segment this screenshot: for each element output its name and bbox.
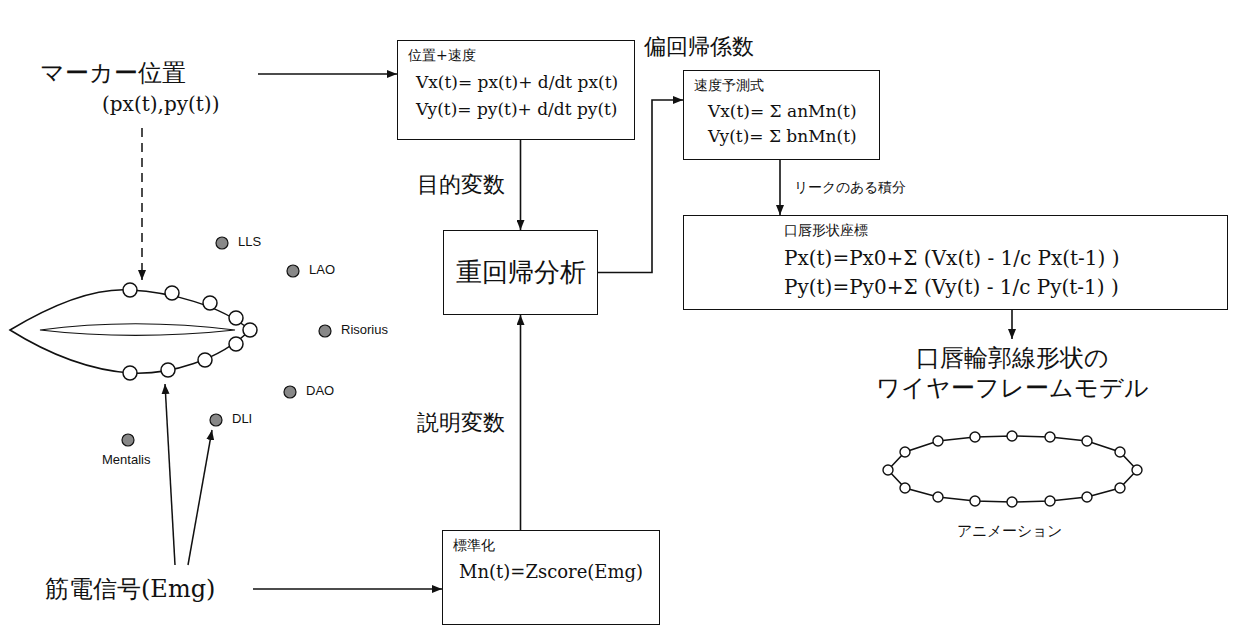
box-title: 口唇形状座標 [694,222,1217,240]
wireframe-node [970,432,980,442]
muscle-name: DAO [304,383,336,398]
box-title: 標準化 [453,537,649,555]
electrode [284,386,296,398]
wireframe-node [1082,492,1092,502]
leader-line [165,384,175,565]
mouth-slit [40,324,235,335]
wireframe-node [1045,432,1055,442]
process-box: 速度予測式 Vx(t)= Σ anMn(t)Vy(t)= Σ bnMn(t) [683,70,880,160]
source-label: マーカー位置 (px(t),py(t)) [40,58,250,117]
marker-dot [123,283,137,297]
muscle-name: LAO [307,262,337,277]
wireframe-node [900,483,910,493]
wireframe-node [933,436,943,446]
connector-arrow [520,315,522,530]
marker-dot [203,296,217,310]
edge-label: 説明変数 [415,408,507,438]
connector-arrow [258,73,397,75]
leader-line [188,430,212,565]
node-label: マーカー位置 [40,58,250,88]
marker-dot [165,286,179,300]
wireframe [888,436,1137,502]
wireframe-node [1007,497,1017,507]
wireframe-node [1132,465,1142,475]
formula-text: Mn(t)=Zscore(Emg) [453,561,649,584]
process-box: 位置+速度 Vx(t)= px(t)+ d/dt px(t)Vy(t)= py(t… [397,40,635,140]
box-title: 速度予測式 [694,77,869,95]
connector-arrow [520,140,522,230]
electrode [210,414,222,426]
formula-text: Vx(t)= px(t)+ d/dt px(t) [408,69,624,96]
marker-dot [198,353,212,367]
node-label: 口唇輪郭線形状の ワイヤーフレームモデル [867,343,1157,403]
electrode [287,265,299,277]
electrode [122,434,134,446]
connector-arrow [1011,310,1013,339]
wireframe-node [1007,431,1017,441]
electrode [319,325,331,337]
edge-label: 偏回帰係数 [642,32,756,62]
marker-dot [243,323,257,337]
muscle-name: Mentalis [100,452,152,467]
source-label: 筋電信号(Emg) [45,574,245,604]
muscle-name: DLI [230,411,254,426]
formula-text: Vy(t)= py(t)+ d/dt py(t) [408,96,624,123]
wireframe-node [1115,483,1125,493]
wireframe-node [900,447,910,457]
process-box: 重回帰分析 [443,230,598,315]
edge-label: リークのある積分 [792,179,908,197]
node-label: (px(t),py(t)) [40,92,250,117]
wireframe-node [933,492,943,502]
lip-outline [10,290,250,373]
wireframe-node [883,465,893,475]
marker-dot [229,311,243,325]
leader-line [141,128,143,280]
process-box: 標準化 Mn(t)=Zscore(Emg) [442,530,660,625]
muscle-name: LLS [236,234,263,249]
formula-text: 重回帰分析 [454,256,587,289]
formula-text: Py(t)=Py0+Σ (Vy(t) - 1/c Py(t-1) ) [694,273,1217,302]
muscle-name: Risorius [339,322,390,337]
wireframe-node [970,496,980,506]
process-box: 口唇形状座標 Px(t)=Px0+Σ (Vx(t) - 1/c Px(t-1) )… [683,215,1228,310]
wireframe-node [1115,447,1125,457]
caption-note: アニメーション [955,522,1064,541]
edge-label: 目的変数 [415,170,507,200]
formula-text: Vy(t)= Σ bnMn(t) [694,124,869,150]
marker-dot [161,363,175,377]
formula-text: Px(t)=Px0+Σ (Vx(t) - 1/c Px(t-1) ) [694,244,1217,273]
marker-dot [123,366,137,380]
electrode [216,237,228,249]
node-label: 筋電信号(Emg) [45,574,245,604]
connector-arrow [779,160,781,215]
formula-text: Vx(t)= Σ anMn(t) [694,99,869,125]
marker-dot [229,337,243,351]
wireframe-node [1082,436,1092,446]
wireframe-node [1045,496,1055,506]
connector-arrow [253,588,442,590]
output-label: 口唇輪郭線形状の ワイヤーフレームモデル [867,343,1157,403]
box-title: 位置+速度 [408,47,624,65]
